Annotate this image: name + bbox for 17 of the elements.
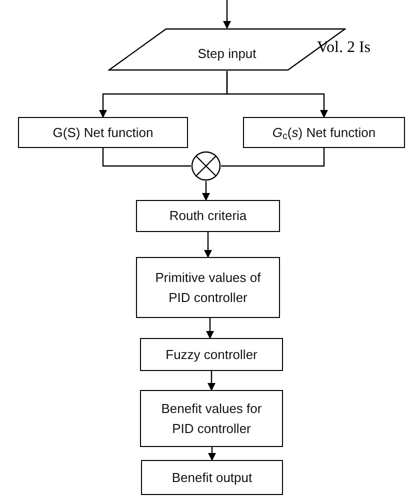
arrow: [204, 232, 212, 258]
arrow: [208, 447, 216, 461]
process-box: G$_{c}$(s) Net function: [243, 117, 405, 148]
node-text: Step input: [198, 44, 256, 63]
arrow: [206, 318, 214, 339]
process-box: Benefit output: [141, 460, 283, 495]
process-box: Routh criteria: [136, 200, 280, 232]
process-box: G(S) Net function: [18, 117, 188, 148]
header-text: Vol. 2 Is: [317, 38, 370, 58]
arrow: [208, 371, 216, 391]
process-box: Fuzzy controller: [140, 338, 283, 371]
arrow: [226, 71, 328, 118]
arrow: [202, 181, 210, 201]
process-box: Benefit values for PID controller: [140, 390, 283, 447]
arrow: [223, 0, 231, 29]
summing-junction: [191, 151, 221, 181]
process-box: Primitive values of PID controller: [136, 257, 280, 318]
